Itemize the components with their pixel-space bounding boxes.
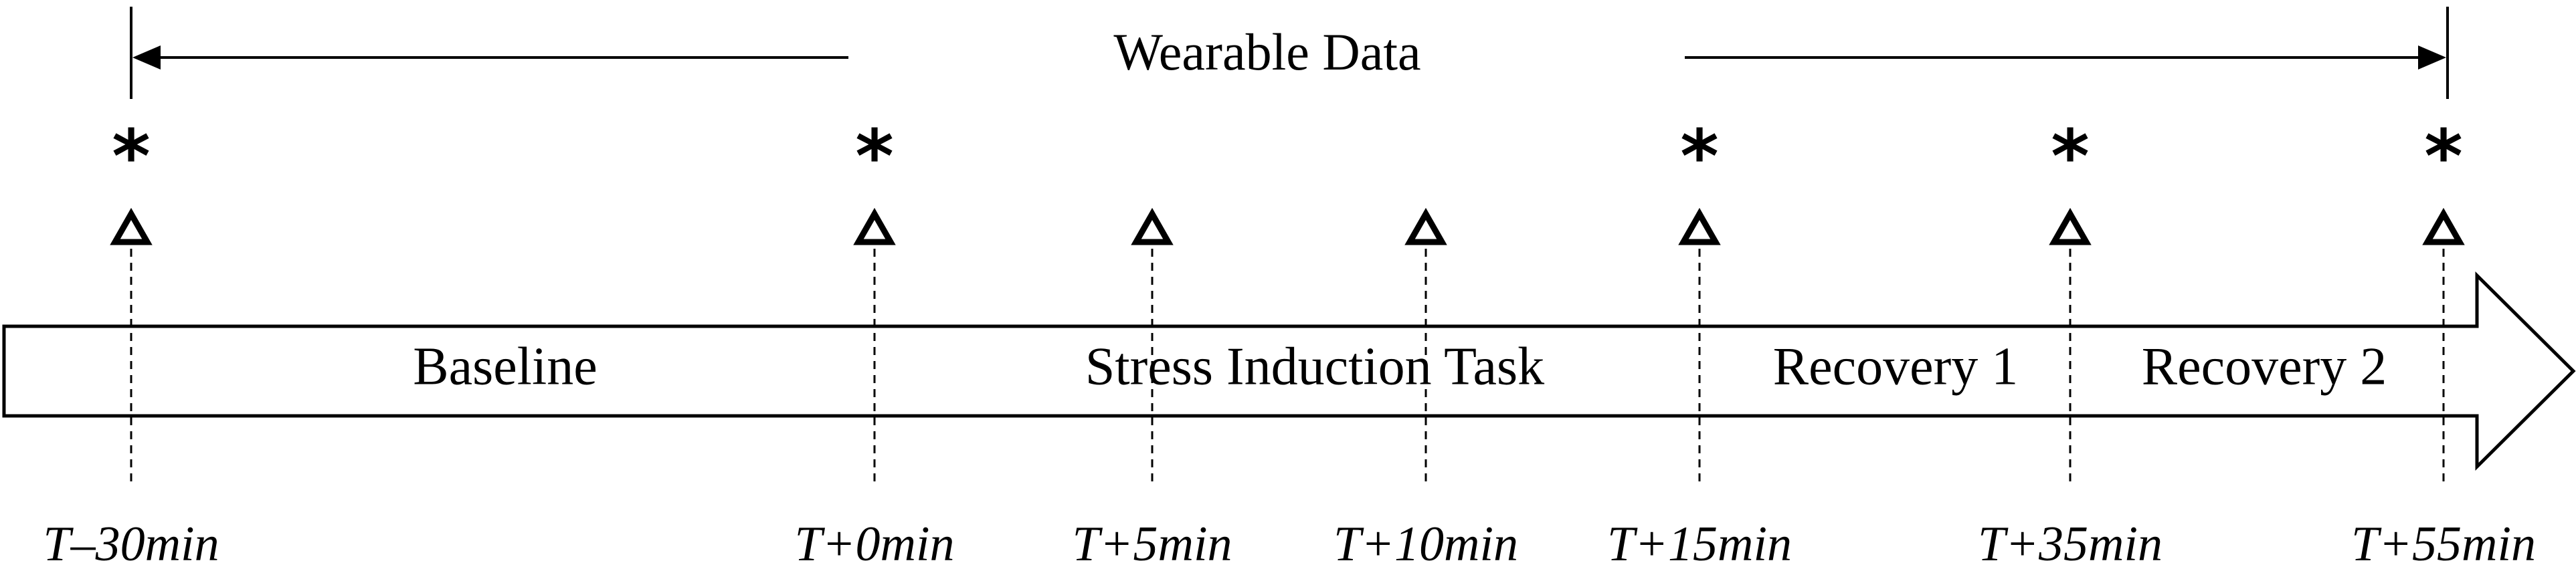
phase-label-recovery-1: Recovery 1 [1773,337,2019,396]
timeline-arrow [2,271,2576,471]
triangle-marker-icon [853,207,896,245]
triangle-marker-icon [110,207,153,245]
phase-label-recovery-2: Recovery 2 [2142,337,2387,396]
phase-label-stress-induction-task: Stress Induction Task [1085,337,1544,396]
asterisk-marker: * [112,114,151,199]
asterisk-marker: * [855,114,894,199]
timepoint-label: T+5min [1072,517,1232,572]
timepoint-markers: * T–30min * T+0min T+5min T+10min * T+15min * T+3… [43,114,2536,572]
phase-label-baseline: Baseline [413,337,597,396]
wearable-data-span: Wearable Data [130,7,2449,99]
triangle-marker-icon [1404,207,1447,245]
triangle-marker-icon [2049,207,2092,245]
asterisk-marker: * [2424,114,2463,199]
triangle-marker-icon [1131,207,1174,245]
timepoint-label: T+0min [794,517,954,572]
timepoint-label: T+35min [1978,517,2163,572]
wearable-span-left-arrowhead [132,45,161,70]
timepoint-label: T+15min [1607,517,1792,572]
triangle-marker-icon [2422,207,2465,245]
wearable-data-label: Wearable Data [1113,23,1420,81]
wearable-span-right-arrowhead [2418,45,2446,70]
timepoint-label: T–30min [43,517,219,572]
timepoint-label: T+55min [2351,517,2536,572]
asterisk-marker: * [1680,114,1719,199]
timepoint-label: T+10min [1333,517,1518,572]
asterisk-marker: * [2051,114,2090,199]
triangle-marker-icon [1678,207,1721,245]
phase-labels: Baseline Stress Induction Task Recovery … [413,337,2387,396]
